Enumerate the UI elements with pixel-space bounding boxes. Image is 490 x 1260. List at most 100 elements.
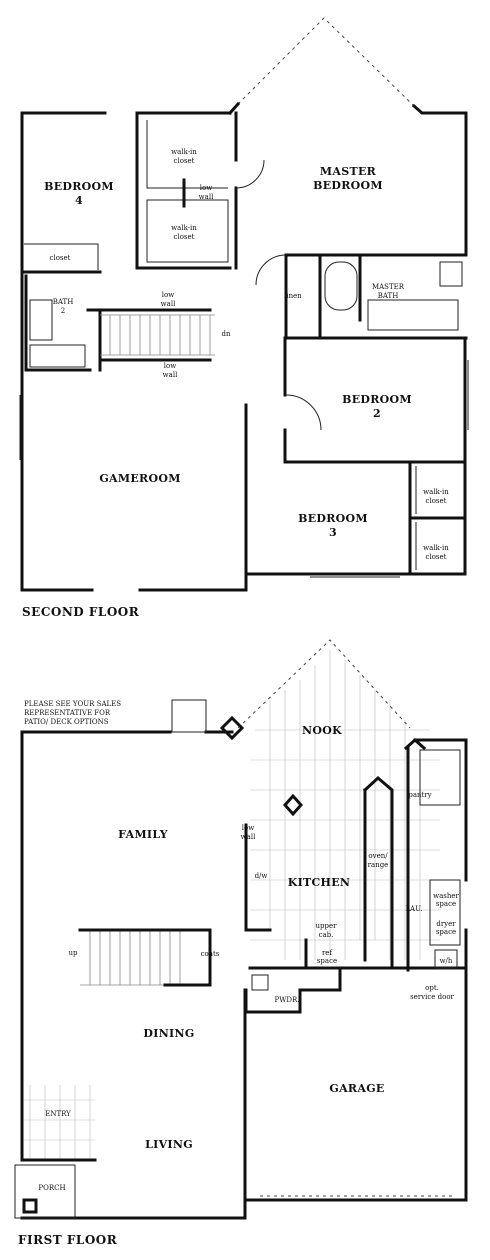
staircase: [80, 929, 195, 986]
low-wall: [244, 823, 272, 932]
master-bedroom-label: BEDROOM: [313, 179, 383, 192]
first-floor-title: FIRST FLOOR: [18, 1233, 118, 1247]
wall: [283, 428, 412, 464]
powder-sink: [251, 974, 269, 991]
porch-post: [22, 1198, 38, 1214]
first-floor-plan: PLEASE SEE YOUR SALES REPRESENTATIVE FOR…: [14, 639, 468, 1247]
walk-in-closet-label: closet: [174, 233, 195, 241]
corner-post: [219, 715, 245, 741]
walk-in-closet-label: closet: [426, 553, 447, 561]
family-label: FAMILY: [118, 828, 168, 841]
patio-stub: [171, 699, 207, 733]
washer-dryer-space: [429, 879, 461, 946]
wall: [86, 308, 102, 372]
low-wall-label: low: [242, 824, 254, 832]
water-heater: [434, 949, 458, 969]
ref-space-label: space: [317, 957, 337, 965]
wall: [298, 966, 468, 992]
master-vanity: [367, 299, 459, 331]
column: [282, 793, 304, 817]
walk-in-closet-label: walk-in: [171, 148, 197, 156]
oven-range-label: range: [368, 861, 389, 869]
coats-label: coats: [201, 950, 220, 958]
bedroom-2-label: BEDROOM: [342, 393, 412, 406]
bedroom-4-number: 4: [75, 194, 83, 207]
dining-label: DINING: [143, 1027, 194, 1040]
corner-post: [403, 737, 427, 751]
pantry-label: pantry: [408, 791, 431, 799]
closet-label: closet: [50, 254, 71, 262]
master-tub: [324, 261, 358, 311]
second-floor-title: SECOND FLOOR: [22, 605, 140, 619]
bathtub: [29, 344, 86, 368]
bedroom-3-number: 3: [329, 526, 337, 539]
powder-room-label: PWDR.: [274, 996, 299, 1004]
dryer-space-label: dryer: [436, 920, 456, 928]
wall: [284, 253, 468, 340]
entry-tile: [24, 1085, 95, 1160]
stairs-up-label: up: [69, 949, 79, 957]
door-swing: [235, 159, 265, 189]
bath-2-label: BATH: [53, 298, 74, 306]
toilet: [439, 261, 463, 287]
wall: [244, 460, 467, 576]
master-bath-label: BATH: [378, 292, 399, 300]
low-wall-label: low: [164, 362, 176, 370]
pantry: [419, 749, 461, 806]
vanity: [29, 299, 53, 341]
patio-note: REPRESENTATIVE FOR: [24, 709, 111, 717]
water-heater-label: w/h: [440, 957, 453, 965]
low-wall-label: wall: [241, 833, 256, 841]
kitchen-label: KITCHEN: [288, 876, 351, 889]
porch-outline: [14, 1164, 76, 1219]
wall: [411, 103, 468, 115]
wall: [227, 101, 241, 116]
entry-label: ENTRY: [45, 1110, 71, 1118]
garage-label: GARAGE: [329, 1082, 384, 1095]
bedroom-4-label: BEDROOM: [44, 180, 114, 193]
stairs-down-label: dn: [222, 330, 231, 338]
stair-wall: [78, 928, 212, 987]
master-bath-label: MASTER: [372, 283, 405, 291]
low-wall-label: low: [162, 291, 174, 299]
patio-note: PATIO/ DECK OPTIONS: [24, 718, 109, 726]
low-wall-label: low: [200, 184, 212, 192]
linen-label: linen: [284, 292, 302, 300]
walk-in-closet-label: walk-in: [171, 224, 197, 232]
laundry-label: LAU.: [405, 905, 422, 913]
service-door-label: service door: [410, 993, 454, 1001]
wall: [20, 988, 247, 1220]
oven-range-label: oven/: [368, 852, 388, 860]
upper-cabinet-label: upper: [316, 922, 338, 930]
wall: [362, 775, 394, 970]
washer-space-label: washer: [433, 892, 459, 900]
living-label: LIVING: [145, 1138, 193, 1151]
walk-in-closet-label: walk-in: [423, 488, 449, 496]
low-wall-label: wall: [163, 371, 178, 379]
gameroom-label: GAMEROOM: [99, 472, 180, 485]
walk-in-closet-label: closet: [174, 157, 195, 165]
low-wall-label: wall: [199, 193, 214, 201]
tile-floor: [250, 650, 440, 960]
door-swing: [255, 254, 287, 286]
nook-bay-outline: [237, 639, 411, 729]
walk-in-closet-label: walk-in: [423, 544, 449, 552]
wall: [244, 988, 302, 1014]
staircase: [100, 314, 215, 356]
nook-label: NOOK: [302, 724, 342, 737]
dishwasher-label: d/w: [255, 872, 268, 880]
patio-note: PLEASE SEE YOUR SALES: [24, 700, 121, 708]
upper-cabinet-label: cab.: [319, 931, 334, 939]
washer-space-label: space: [436, 900, 456, 908]
closet-shelf: [146, 120, 228, 189]
bedroom-3-label: BEDROOM: [298, 512, 368, 525]
service-door-label: opt.: [425, 984, 439, 992]
dryer-space-label: space: [436, 928, 456, 936]
ref-space-label: ref: [322, 949, 333, 957]
roof-peak-outline: [237, 17, 415, 107]
master-bedroom-label: MASTER: [320, 165, 377, 178]
low-wall-label: wall: [161, 300, 176, 308]
closet-shelf: [24, 243, 99, 270]
porch-label: PORCH: [38, 1184, 65, 1192]
